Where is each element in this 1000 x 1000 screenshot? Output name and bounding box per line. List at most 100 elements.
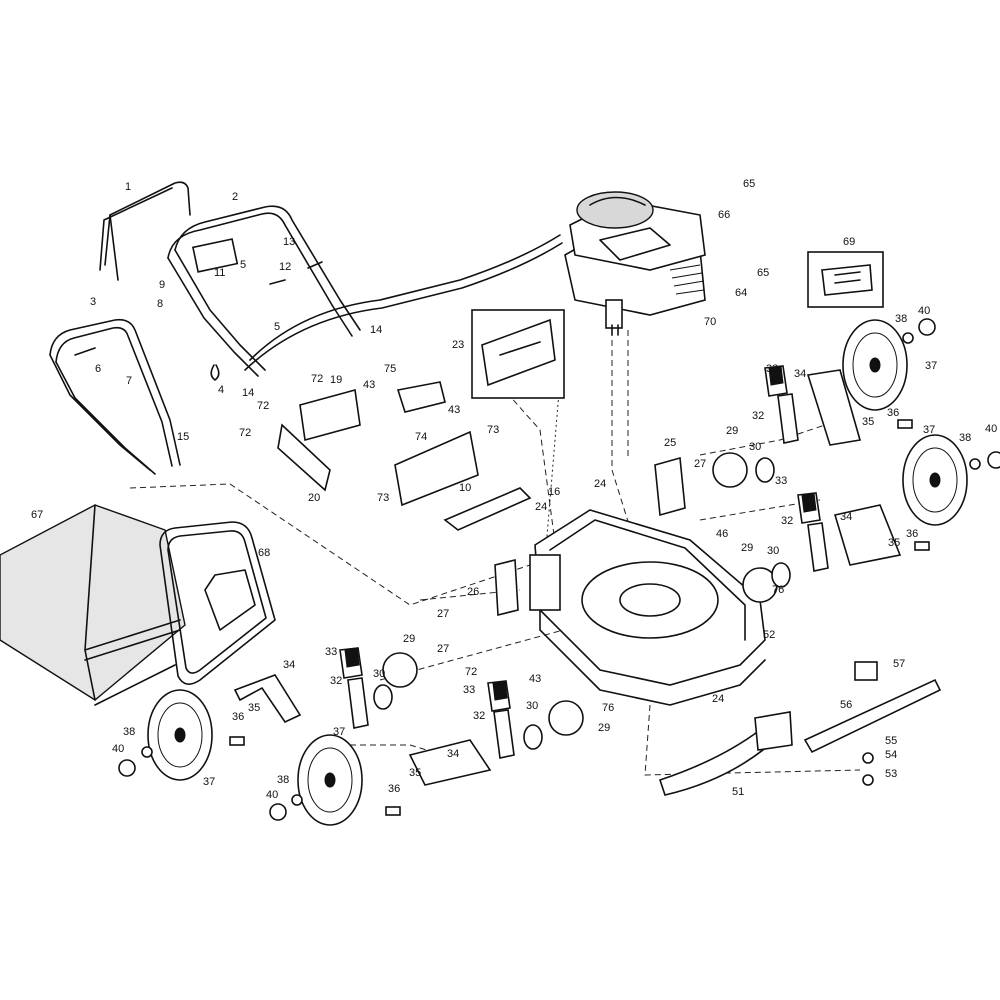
callout-32: 32 [752,410,764,422]
callout-2: 2 [232,191,238,203]
callout-57: 57 [893,658,905,670]
callout-4: 4 [218,384,224,396]
callout-72: 72 [239,427,251,439]
callout-15: 15 [177,431,189,443]
callout-29: 29 [741,542,753,554]
part-23-box [471,309,565,399]
callout-38: 38 [895,313,907,325]
callout-68: 68 [258,547,270,559]
callout-29: 29 [726,425,738,437]
callout-40: 40 [918,305,930,317]
callout-69: 69 [843,236,855,248]
callout-29: 29 [598,722,610,734]
callout-25: 25 [664,437,676,449]
callout-36: 36 [388,783,400,795]
callout-33: 33 [463,684,475,696]
callout-32: 32 [473,710,485,722]
callout-34: 34 [283,659,295,671]
bag-frame [159,521,276,685]
callout-34: 34 [840,511,852,523]
callout-54: 54 [885,749,897,761]
bracket-26 [494,558,519,617]
callout-70: 70 [704,316,716,328]
callout-51: 51 [732,786,744,798]
part-74 [394,430,479,507]
callout-74: 74 [415,431,427,443]
callout-1: 1 [125,181,131,193]
callout-72: 72 [465,666,477,678]
lower-handle [49,318,181,475]
callout-24: 24 [712,693,724,705]
callout-27: 27 [437,608,449,620]
callout-37: 37 [333,726,345,738]
mower-deck [529,509,766,706]
callout-24: 24 [594,478,606,490]
callout-33: 33 [775,475,787,487]
callout-37: 37 [923,424,935,436]
upper-handle [99,181,191,281]
callout-8: 8 [157,298,163,310]
grass-bag [0,504,186,706]
callout-65: 65 [743,178,755,190]
throttle-cable [249,234,561,361]
engine [564,191,706,336]
callout-36: 36 [906,528,918,540]
callout-46: 46 [716,528,728,540]
callout-66: 66 [718,209,730,221]
callout-13: 13 [283,236,295,248]
callout-53: 53 [885,768,897,780]
callout-38: 38 [277,774,289,786]
callout-23: 23 [452,339,464,351]
callout-30: 30 [749,441,761,453]
hardware [118,261,1000,821]
callout-35: 35 [409,767,421,779]
part-19 [299,388,361,442]
callout-33: 33 [766,363,778,375]
callout-7: 7 [126,375,132,387]
callout-34: 34 [794,368,806,380]
callout-65: 65 [757,267,769,279]
callout-12: 12 [279,261,291,273]
callout-10: 10 [459,482,471,494]
callout-36: 36 [887,407,899,419]
callout-30: 30 [373,668,385,680]
callout-30: 30 [526,700,538,712]
wheel-front-left [147,689,213,781]
callout-27: 27 [437,643,449,655]
main-handle [167,205,361,377]
rod-10 [443,487,532,531]
callout-38: 38 [123,726,135,738]
callout-6: 6 [95,363,101,375]
wheel-rear-top [842,319,908,411]
callout-3: 3 [90,296,96,308]
callout-37: 37 [925,360,937,372]
callout-40: 40 [985,423,997,435]
callout-32: 32 [781,515,793,527]
part-20-bracket [277,423,331,492]
callout-30: 30 [767,545,779,557]
callout-40: 40 [266,789,278,801]
callout-76: 76 [602,702,614,714]
callout-72: 72 [311,373,323,385]
callout-14: 14 [242,387,254,399]
callout-33: 33 [325,646,337,658]
callout-43: 43 [448,404,460,416]
callout-56: 56 [840,699,852,711]
gear-plates [373,452,791,750]
callout-52: 52 [763,629,775,641]
callout-36: 36 [232,711,244,723]
callout-38: 38 [959,432,971,444]
baffle [658,711,793,796]
callout-72: 72 [257,400,269,412]
callout-27: 27 [694,458,706,470]
callout-75: 75 [384,363,396,375]
callout-73: 73 [377,492,389,504]
callout-67: 67 [31,509,43,521]
callout-35: 35 [248,702,260,714]
callout-43: 43 [529,673,541,685]
callout-24: 24 [535,501,547,513]
callout-35: 35 [888,537,900,549]
part-69 [807,251,884,308]
